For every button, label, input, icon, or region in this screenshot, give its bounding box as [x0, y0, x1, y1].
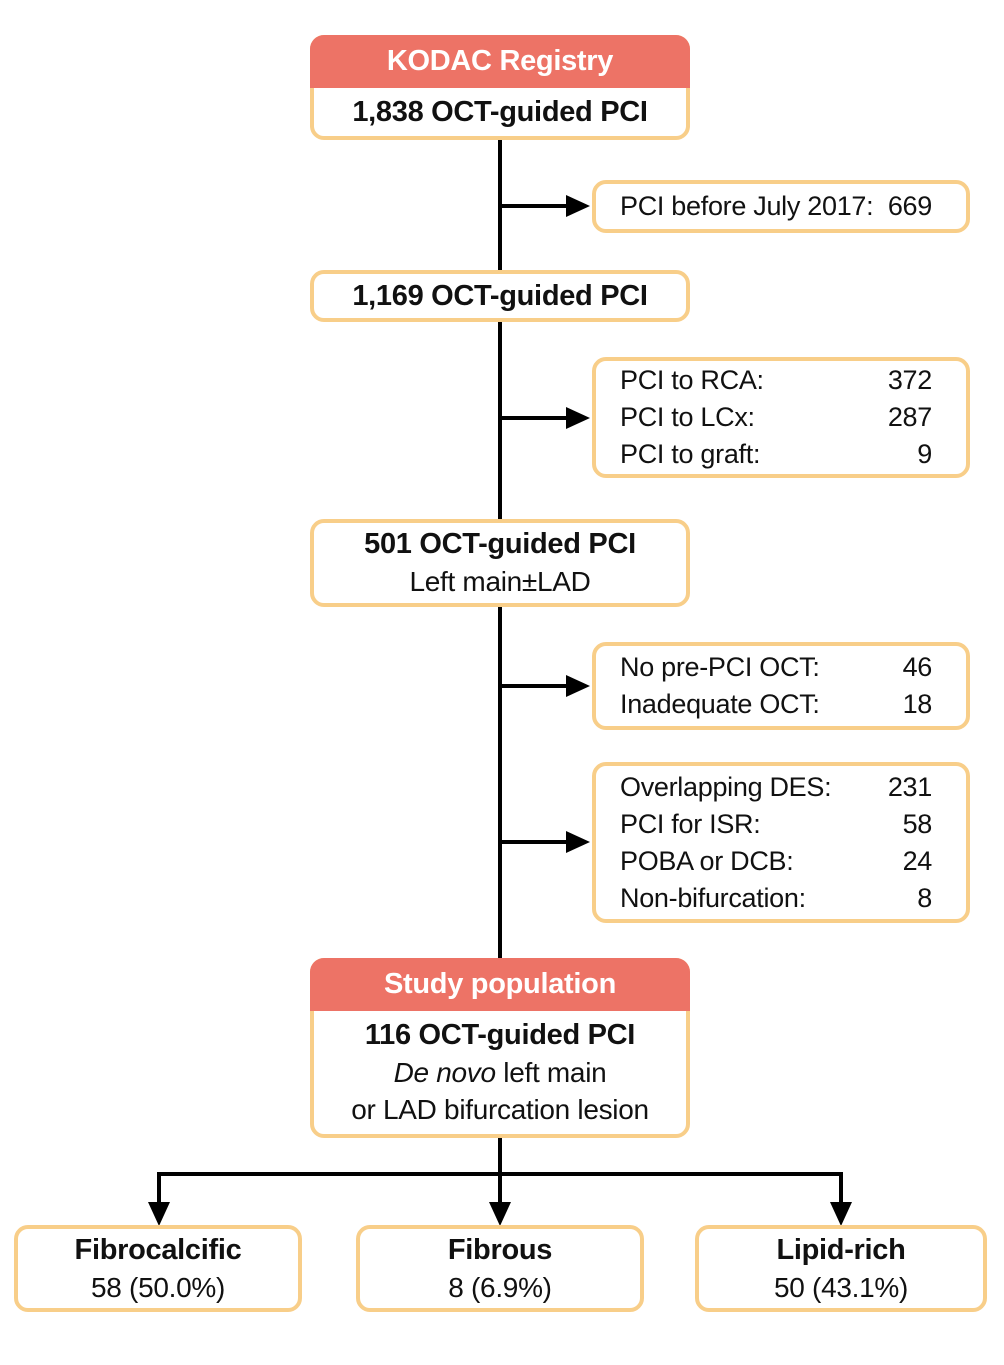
- exclusion-value: 372: [887, 365, 932, 395]
- plaque-value: 58 (50.0%): [91, 1271, 225, 1303]
- exclusion-box-vessels: PCI to RCA: 372 PCI to LCx: 287 PCI to g…: [592, 357, 970, 478]
- plaque-title: Lipid-rich: [776, 1233, 906, 1266]
- study-count: 116 OCT-guided PCI: [364, 1019, 636, 1051]
- plaque-title: Fibrous: [447, 1233, 553, 1266]
- exclusion-row: Inadequate OCT: 18: [620, 686, 932, 723]
- exclusion-value: 287: [887, 402, 932, 432]
- kodac-registry-box: KODAC Registry 1,838 OCT-guided PCI: [310, 35, 690, 140]
- exclusion-row: Overlapping DES: 231: [620, 769, 932, 806]
- study-population-header: Study population: [310, 958, 690, 1011]
- plaque-title: Fibrocalcific: [74, 1233, 242, 1266]
- kodac-count: 1,838 OCT-guided PCI: [352, 95, 648, 128]
- oct-501-count: 501 OCT-guided PCI: [364, 528, 636, 560]
- exclusion-label: Overlapping DES:: [620, 771, 832, 802]
- oct-1169-box: 1,169 OCT-guided PCI: [310, 270, 690, 322]
- plaque-box-lipid-rich: Lipid-rich 50 (43.1%): [695, 1225, 987, 1312]
- oct-501-subtitle: Left main±LAD: [409, 566, 591, 597]
- exclusion-value: 58: [902, 808, 933, 839]
- exclusion-label: PCI to LCx:: [620, 402, 755, 432]
- exclusion-label: PCI before July 2017:: [620, 191, 874, 221]
- study-subtitle: De novo left main: [314, 1054, 686, 1091]
- exclusion-label: POBA or DCB:: [620, 845, 794, 876]
- study-subtitle-rest: left main: [495, 1057, 607, 1088]
- study-subtitle-line2: or LAD bifurcation lesion: [351, 1094, 649, 1125]
- kodac-registry-header: KODAC Registry: [310, 35, 690, 88]
- exclusion-label: No pre-PCI OCT:: [620, 652, 820, 682]
- oct-501-box: 501 OCT-guided PCI Left main±LAD: [310, 519, 690, 607]
- study-subtitle-italic: De novo: [393, 1057, 497, 1088]
- exclusion-box-oct-quality: No pre-PCI OCT: 46 Inadequate OCT: 18: [592, 642, 970, 730]
- plaque-box-fibrous: Fibrous 8 (6.9%): [356, 1225, 644, 1312]
- exclusion-row: PCI to RCA: 372: [620, 362, 932, 399]
- exclusion-row: POBA or DCB: 24: [620, 843, 932, 880]
- study-population-box: Study population 116 OCT-guided PCI De n…: [310, 958, 690, 1138]
- plaque-box-fibrocalcific: Fibrocalcific 58 (50.0%): [14, 1225, 302, 1312]
- exclusion-row: PCI for ISR: 58: [620, 806, 932, 843]
- exclusion-row: No pre-PCI OCT: 46: [620, 649, 932, 686]
- exclusion-row: PCI to LCx: 287: [620, 399, 932, 436]
- exclusion-row: PCI before July 2017: 669: [620, 188, 932, 225]
- exclusion-value: 46: [902, 652, 933, 682]
- exclusion-label: PCI for ISR:: [620, 808, 761, 839]
- exclusion-row: PCI to graft: 9: [620, 436, 932, 473]
- exclusion-box-procedure: Overlapping DES: 231 PCI for ISR: 58 POB…: [592, 762, 970, 923]
- oct-1169-count: 1,169 OCT-guided PCI: [352, 279, 648, 312]
- exclusion-label: PCI to graft:: [620, 439, 761, 469]
- exclusion-label: Non-bifurcation:: [620, 882, 806, 913]
- exclusion-row: Non-bifurcation: 8: [620, 880, 932, 917]
- exclusion-value: 8: [917, 882, 932, 913]
- plaque-value: 8 (6.9%): [448, 1271, 552, 1303]
- exclusion-label: PCI to RCA:: [620, 365, 764, 395]
- exclusion-label: Inadequate OCT:: [620, 689, 820, 719]
- exclusion-value: 24: [902, 845, 933, 876]
- exclusion-box-before-2017: PCI before July 2017: 669: [592, 180, 970, 233]
- exclusion-value: 669: [887, 191, 932, 221]
- exclusion-value: 18: [902, 689, 933, 719]
- exclusion-value: 9: [917, 439, 932, 469]
- exclusion-value: 231: [887, 771, 932, 802]
- plaque-value: 50 (43.1%): [774, 1271, 908, 1303]
